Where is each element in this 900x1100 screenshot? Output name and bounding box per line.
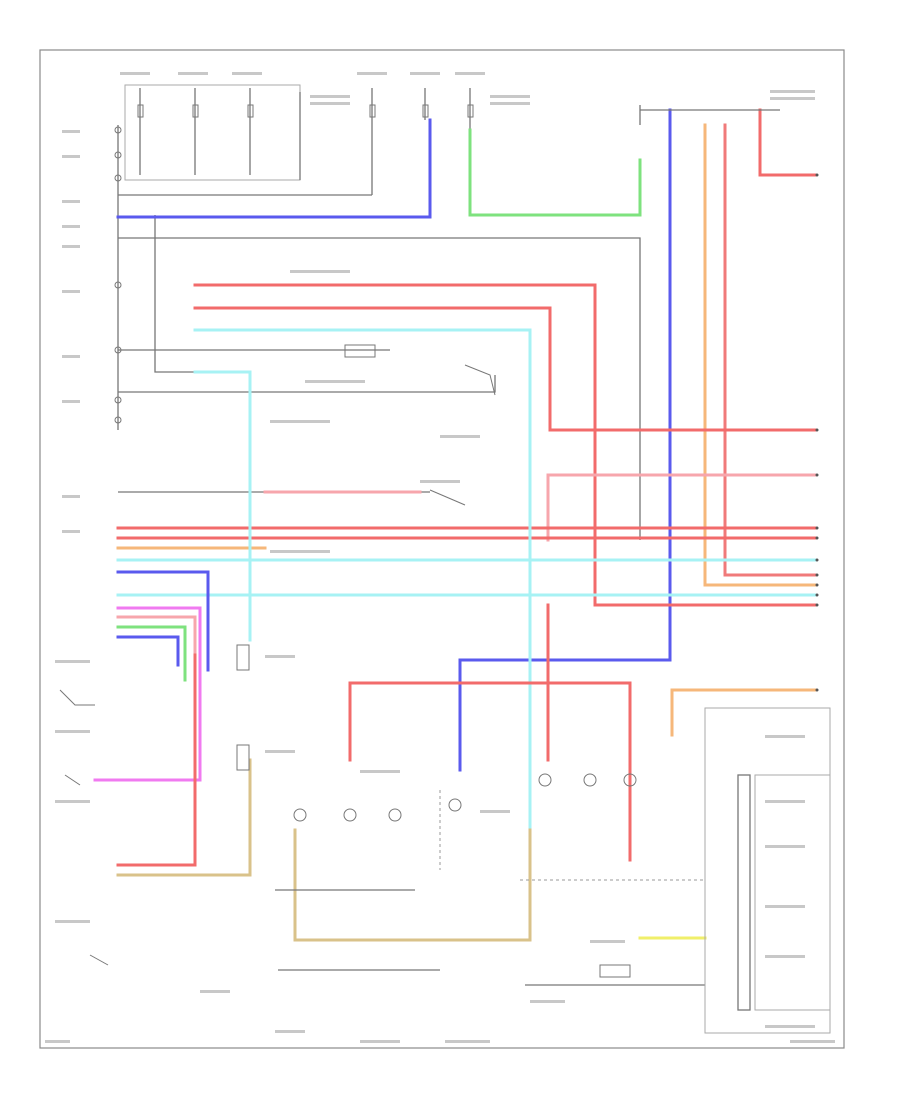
diagram-frame	[39, 49, 845, 1049]
wire-blue-left	[116, 570, 210, 672]
gray-wires	[118, 194, 641, 540]
wire-red-lower-left	[116, 653, 197, 867]
relay-coil-4	[599, 964, 631, 978]
wire-red-top-right	[758, 108, 817, 177]
wire-orange-right	[670, 688, 817, 737]
left-terminal-column	[114, 125, 122, 430]
relay-coil-1	[344, 344, 376, 358]
wire-red-vertical-2	[723, 123, 817, 577]
wire-green-left	[116, 625, 187, 682]
wire-blue-left-2	[116, 635, 180, 667]
illegible-labels	[45, 72, 835, 1043]
wire-orange-vertical	[703, 123, 817, 587]
wire-red-308	[193, 306, 817, 432]
wire-red-683	[348, 681, 632, 862]
wire-green-top	[468, 128, 642, 217]
top-fuse-block	[124, 84, 474, 195]
right-module-block	[639, 105, 831, 1034]
colored-wires	[93, 108, 817, 986]
relay-coil-2	[236, 644, 250, 671]
relay-coil-3	[236, 744, 250, 771]
wire-blue-vertical	[458, 108, 672, 772]
wire-magenta-left	[93, 606, 202, 782]
wire-blue-top	[116, 118, 432, 219]
wire-pink-left	[116, 615, 197, 702]
right-terminal-ticks	[815, 173, 819, 692]
wire-tan-left	[116, 758, 252, 877]
switch-symbols	[59, 344, 705, 978]
wire-tan-loop	[293, 828, 532, 942]
wire-red-285	[193, 283, 817, 607]
wire-cyan-372	[193, 370, 252, 642]
wire-pink-475	[546, 473, 817, 542]
wire-cyan-330	[193, 328, 532, 942]
